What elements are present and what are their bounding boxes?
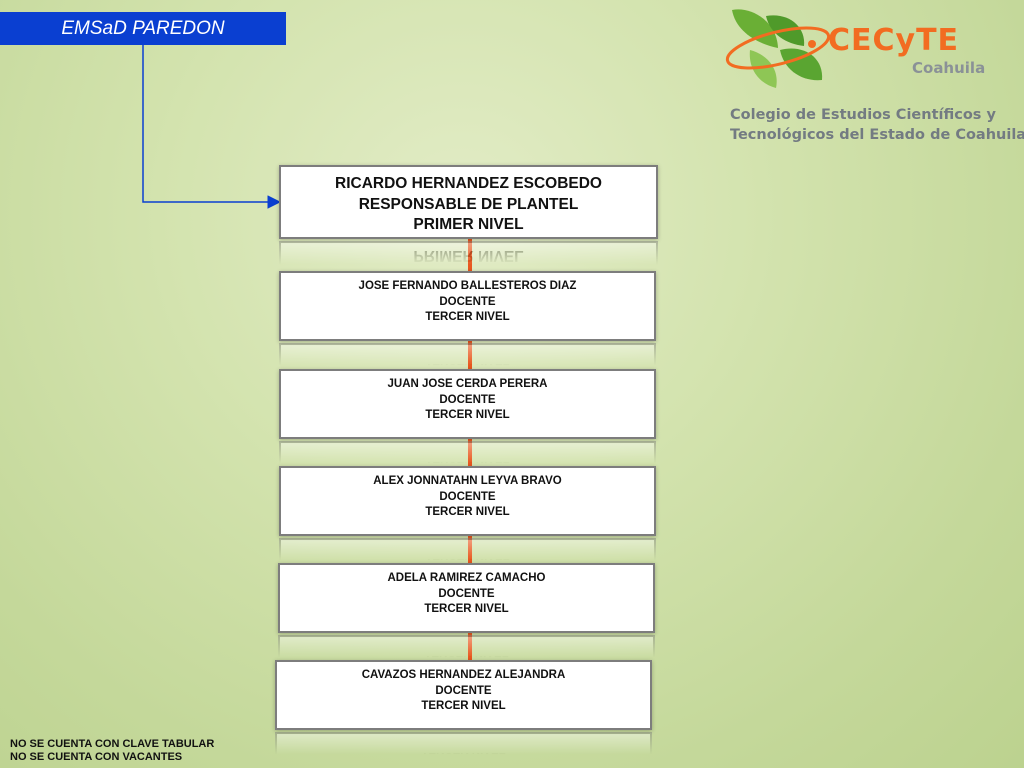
staff-level: TERCER NIVEL bbox=[425, 506, 510, 518]
staff-role: DOCENTE bbox=[439, 490, 496, 503]
head-role: RESPONSABLE DE PLANTEL bbox=[358, 195, 579, 213]
staff-role: DOCENTE bbox=[439, 295, 496, 308]
staff-node: JOSE FERNANDO BALLESTEROS DIAZ DOCENTE T… bbox=[279, 271, 656, 341]
staff-node: JUAN JOSE CERDA PERERA DOCENTE TERCER NI… bbox=[279, 369, 656, 439]
staff-name: ALEX JONNATAHN LEYVA BRAVO bbox=[373, 475, 562, 487]
title-to-head-connector bbox=[142, 45, 281, 209]
staff-level: TERCER NIVEL bbox=[425, 311, 510, 323]
staff-node: CAVAZOS HERNANDEZ ALEJANDRA DOCENTE TERC… bbox=[275, 660, 652, 730]
staff-level: TERCER NIVEL bbox=[424, 603, 509, 615]
note-no-tabular-key: NO SE CUENTA CON CLAVE TABULAR bbox=[10, 738, 215, 750]
staff-level: TERCER NIVEL bbox=[425, 409, 510, 421]
campus-title-tab: EMSaD PAREDON bbox=[0, 12, 286, 45]
staff-level: TERCER NIVEL bbox=[421, 700, 506, 712]
staff-role: DOCENTE bbox=[438, 587, 495, 600]
staff-name: JUAN JOSE CERDA PERERA bbox=[387, 378, 548, 390]
staff-role: DOCENTE bbox=[435, 684, 492, 697]
staff-node: ADELA RAMIREZ CAMACHO DOCENTE TERCER NIV… bbox=[278, 563, 655, 633]
note-no-vacancies: NO SE CUENTA CON VACANTES bbox=[10, 751, 183, 763]
logo-sub-text: Coahuila bbox=[912, 59, 986, 77]
logo-institution-line-2: Tecnológicos del Estado de Coahuila bbox=[730, 127, 1024, 143]
logo-brand-text: CECyTE bbox=[828, 23, 960, 58]
head-name: RICARDO HERNANDEZ ESCOBEDO bbox=[335, 175, 602, 192]
staff-name: JOSE FERNANDO BALLESTEROS DIAZ bbox=[358, 280, 577, 292]
staff-role: DOCENTE bbox=[439, 393, 496, 406]
staff-name: CAVAZOS HERNANDEZ ALEJANDRA bbox=[361, 669, 566, 681]
head-level: PRIMER NIVEL bbox=[413, 216, 524, 233]
staff-node: ALEX JONNATAHN LEYVA BRAVO DOCENTE TERCE… bbox=[279, 466, 656, 536]
staff-name: ADELA RAMIREZ CAMACHO bbox=[387, 572, 546, 584]
logo-institution-line-1: Colegio de Estudios Científicos y bbox=[730, 107, 996, 123]
head-node: RICARDO HERNANDEZ ESCOBEDO RESPONSABLE D… bbox=[279, 165, 658, 239]
leaf-logo-icon bbox=[725, 9, 831, 88]
cecyte-logo: CECyTE Coahuila Colegio de Estudios Cien… bbox=[722, 4, 1024, 154]
